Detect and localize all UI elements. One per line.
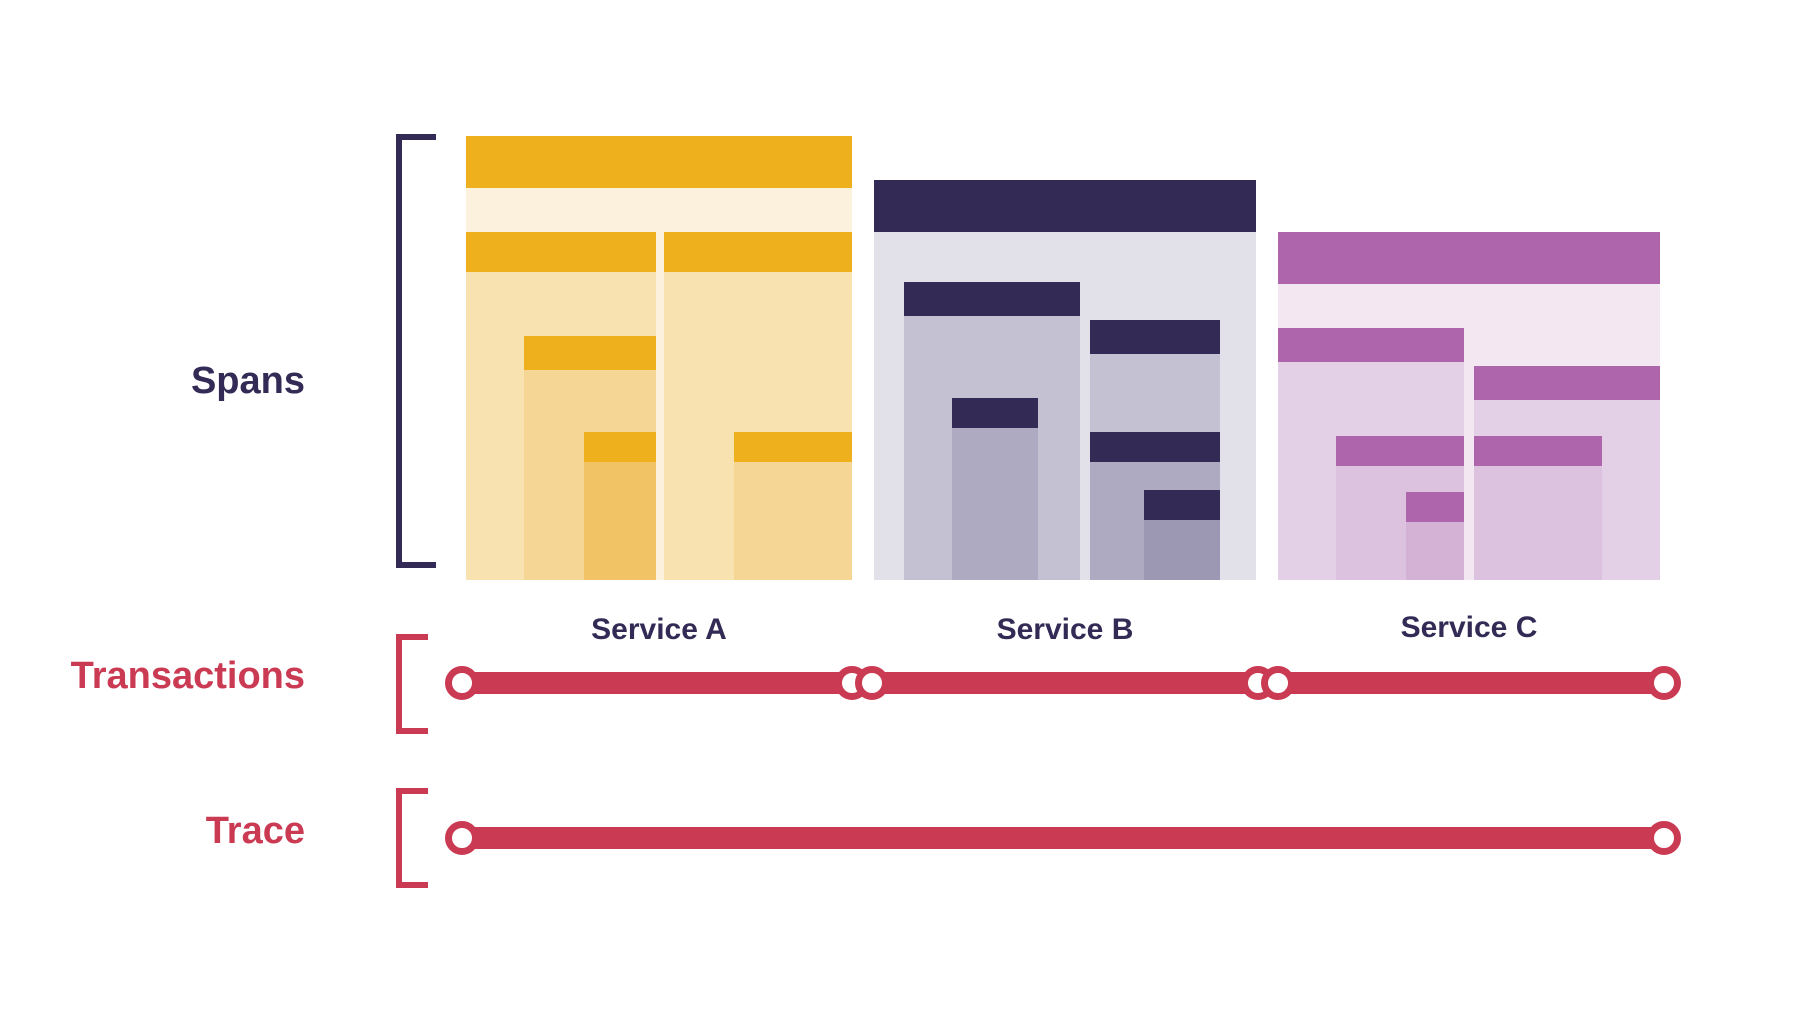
- service-caption: Service C: [1400, 611, 1538, 644]
- transactions-bracket: [396, 634, 428, 734]
- span-bar-head: [904, 282, 1080, 316]
- trace-bracket: [396, 788, 428, 888]
- span-bar-head: [466, 232, 656, 272]
- span-bar: [1406, 492, 1464, 580]
- spans-label: Spans: [190, 360, 305, 402]
- span-bar-head: [1144, 490, 1220, 520]
- transaction-rail[interactable]: [1278, 672, 1664, 694]
- span-bar-head: [874, 180, 1256, 232]
- transaction-rail[interactable]: [462, 672, 852, 694]
- span-bar-head: [664, 232, 852, 272]
- transaction-end-node[interactable]: [1647, 666, 1681, 700]
- span-bar-head: [952, 398, 1038, 428]
- span-bar-head: [1474, 366, 1660, 400]
- span-bar: [1144, 490, 1220, 580]
- transaction-start-node[interactable]: [855, 666, 889, 700]
- spans-bracket: [396, 134, 436, 568]
- span-bar-head: [1406, 492, 1464, 522]
- trace-rail[interactable]: [462, 827, 1664, 849]
- service-caption: Service B: [996, 613, 1134, 646]
- span-bar-head: [1090, 432, 1220, 462]
- span-bar-head: [1474, 436, 1602, 466]
- span-bar-head: [734, 432, 852, 462]
- trace-start-node[interactable]: [445, 821, 479, 855]
- transaction-rail[interactable]: [872, 672, 1258, 694]
- span-bar-head: [1090, 320, 1220, 354]
- trace-label: Trace: [205, 810, 305, 852]
- span-bar: [584, 432, 656, 580]
- span-bar: [1474, 436, 1602, 580]
- span-bar-head: [1278, 328, 1464, 362]
- span-bar-head: [584, 432, 656, 462]
- transactions-label: Transactions: [70, 655, 305, 697]
- span-bar-head: [466, 136, 852, 188]
- trace-end-node[interactable]: [1647, 821, 1681, 855]
- span-bar-body: [952, 398, 1038, 580]
- span-bar-head: [524, 336, 656, 370]
- span-bar: [952, 398, 1038, 580]
- spans-chart-area: [466, 136, 1660, 580]
- span-bar-head: [1336, 436, 1464, 466]
- service-caption: Service A: [591, 613, 727, 646]
- span-bar: [734, 432, 852, 580]
- span-bar-head: [1278, 232, 1660, 284]
- transaction-start-node[interactable]: [1261, 666, 1295, 700]
- transaction-start-node[interactable]: [445, 666, 479, 700]
